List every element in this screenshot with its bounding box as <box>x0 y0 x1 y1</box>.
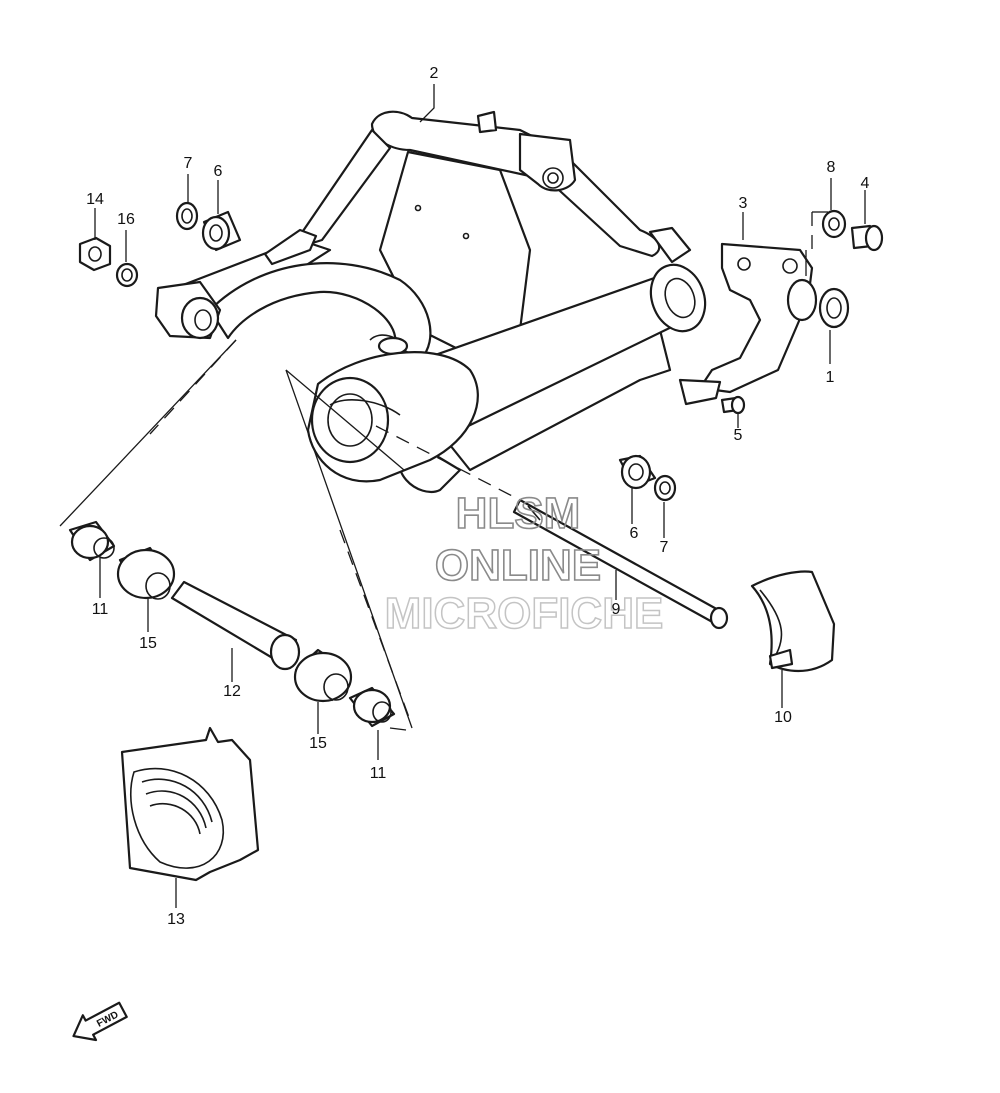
callout-16: 16 <box>117 211 135 228</box>
watermark-line-2: ONLINE <box>435 541 601 590</box>
fwd-arrow: FWD <box>72 1001 128 1042</box>
part-6-bearing-lower <box>618 454 657 490</box>
part-15-bearing-right <box>293 648 353 703</box>
callout-8: 8 <box>827 159 836 176</box>
callout-14: 14 <box>86 191 104 208</box>
callout-13: 13 <box>167 911 185 928</box>
watermark: HLSM ONLINE MICROFICHE <box>384 488 664 639</box>
callout-2: 2 <box>430 65 439 82</box>
part-14-nut <box>78 236 112 272</box>
callout-15-left: 15 <box>139 635 157 652</box>
part-8-bushing <box>821 209 847 239</box>
part-9-pivot-shaft <box>512 498 729 630</box>
brake-bracket <box>678 242 814 406</box>
part-10-cover <box>750 570 836 672</box>
part-13-boot <box>120 726 260 882</box>
callout-5: 5 <box>734 427 743 444</box>
callout-9: 9 <box>612 601 621 618</box>
part-7-washer-upper <box>175 201 199 231</box>
callout-12: 12 <box>223 683 241 700</box>
callout-11-right: 11 <box>370 765 387 782</box>
callout-11-left: 11 <box>92 601 109 618</box>
callout-15-right: 15 <box>309 735 327 752</box>
leader-lines <box>94 84 866 908</box>
callout-7-lower: 7 <box>660 539 669 556</box>
watermark-line-1: HLSM <box>456 489 581 538</box>
callouts: 2 7 6 14 16 3 8 4 1 5 6 7 9 10 11 15 12 … <box>86 65 869 928</box>
callout-7-upper: 7 <box>184 155 193 172</box>
part-16-washer <box>115 262 139 288</box>
swingarm-body <box>154 110 707 493</box>
part-11-collar-right <box>348 686 396 728</box>
callout-4: 4 <box>861 175 870 192</box>
callout-6-upper: 6 <box>214 163 223 180</box>
callout-3: 3 <box>739 195 748 212</box>
part-6-bearing-upper <box>201 210 242 252</box>
part-1-nut <box>786 278 850 329</box>
part-4-bolt <box>850 224 884 252</box>
part-5-bolt <box>720 395 746 415</box>
part-12-spacer <box>170 580 301 671</box>
callout-10: 10 <box>774 709 792 726</box>
part-15-bearing-left <box>116 546 176 600</box>
callout-1: 1 <box>826 369 835 386</box>
callout-6-lower: 6 <box>630 525 639 542</box>
assembly-lines <box>59 211 828 731</box>
watermark-line-3: MICROFICHE <box>385 589 664 638</box>
part-11-collar-left <box>68 520 116 562</box>
part-7-washer-lower <box>653 474 677 502</box>
